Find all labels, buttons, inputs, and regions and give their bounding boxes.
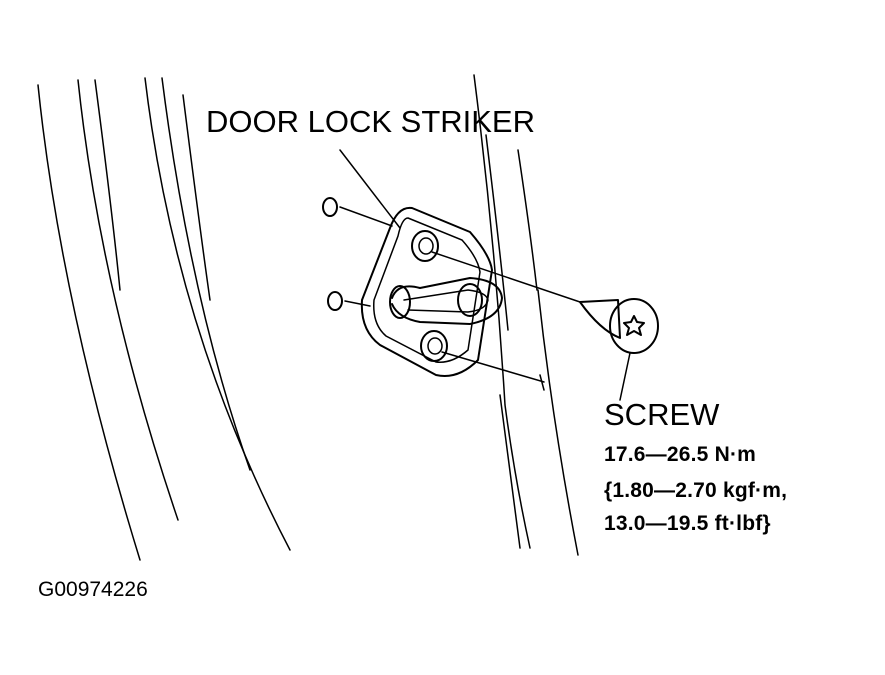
screw-icon <box>579 298 659 354</box>
door-frame-lines <box>37 77 291 561</box>
door-pillar-lines <box>473 74 579 556</box>
door-lock-striker-icon <box>360 206 503 377</box>
torque-spec-nm: 17.6—26.5 N·m <box>604 443 757 466</box>
mounting-hole-icon <box>322 197 393 311</box>
figure-id: G00974226 <box>38 578 148 601</box>
part-leader-line <box>339 149 401 229</box>
screw-axis-line <box>431 251 581 303</box>
fastener-label: SCREW <box>604 397 720 432</box>
torque-spec-kgfm: {1.80—2.70 kgf·m, <box>604 479 788 502</box>
screw-leader-line <box>619 352 631 401</box>
screw-axis-tick <box>539 374 545 391</box>
torque-spec-ftlbf: 13.0—19.5 ft·lbf} <box>604 512 771 535</box>
screw-axis-line-lower <box>441 351 545 383</box>
part-label: DOOR LOCK STRIKER <box>206 104 535 139</box>
